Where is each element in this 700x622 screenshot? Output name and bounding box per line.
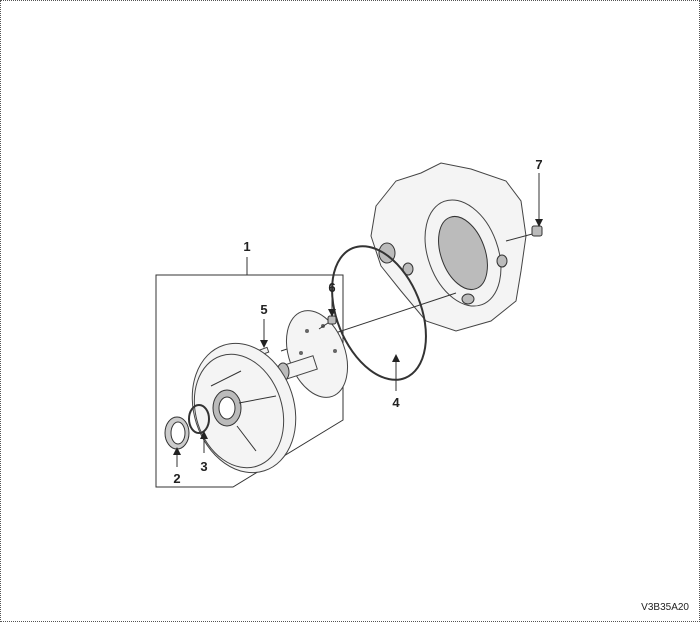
figure-code: V3B35A20 (641, 602, 689, 613)
o-ring-4 (331, 245, 427, 381)
oil-seal-2 (164, 416, 190, 450)
callout-7: 7 (535, 157, 542, 172)
assembly-box (155, 274, 344, 488)
transmission-case (370, 162, 527, 332)
ring-3 (188, 404, 210, 434)
callout-2: 2 (173, 471, 180, 486)
oil-pump-body (191, 342, 297, 474)
callout-6: 6 (328, 280, 335, 295)
callout-1: 1 (243, 239, 250, 254)
callout-4: 4 (392, 395, 400, 410)
callout-3: 3 (200, 459, 207, 474)
callout-5: 5 (260, 302, 267, 317)
